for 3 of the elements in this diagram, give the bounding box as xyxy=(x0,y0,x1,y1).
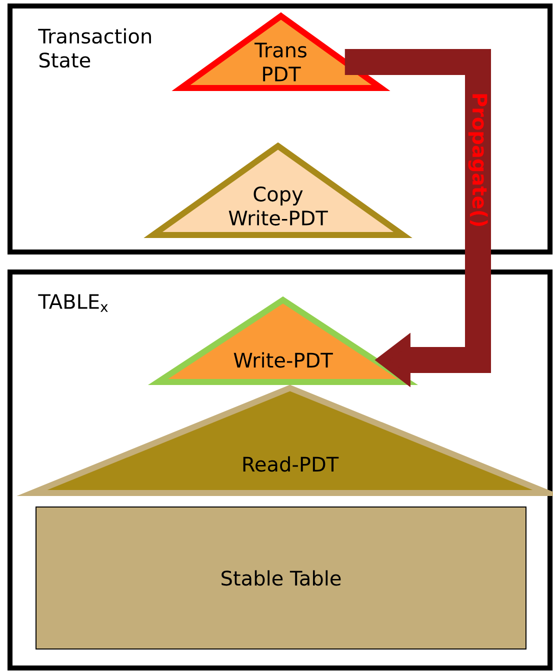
edge-label: Propagate() xyxy=(468,94,488,226)
arrow xyxy=(344,49,491,388)
table-box: Stable Table xyxy=(36,506,526,650)
